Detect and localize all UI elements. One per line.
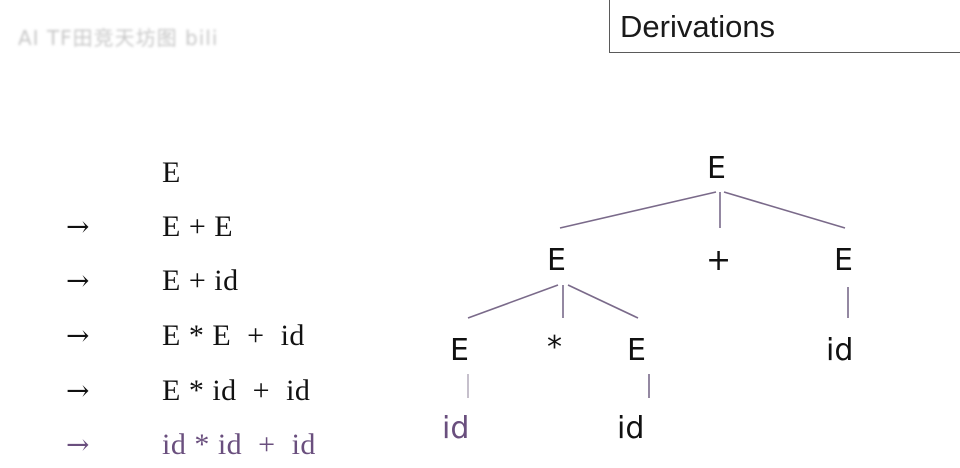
tree-node-root: E: [707, 151, 726, 186]
tree-leaf: id: [442, 411, 469, 446]
derives-arrow: →: [66, 428, 90, 461]
derives-arrow: →: [66, 374, 90, 407]
derivation-step: → E + E: [0, 210, 400, 250]
watermark: AI TF田竞天坊图 bili: [18, 26, 219, 50]
tree-edge: [467, 284, 559, 319]
derives-arrow: →: [66, 264, 90, 297]
tree-edge: [559, 191, 717, 229]
sentential-form: E * E + id: [162, 319, 305, 352]
tree-leaf: id: [617, 411, 644, 446]
tree-node: E: [627, 333, 646, 368]
title-box: Derivations: [609, 0, 960, 53]
tree-edge: [723, 191, 846, 229]
tree-edges: [467, 191, 849, 398]
derivation-step: → E * E + id: [0, 319, 400, 359]
sentential-form: E * id + id: [162, 374, 311, 407]
sentential-form: id * id + id: [162, 428, 316, 461]
derivation-step: → E * id + id: [0, 374, 400, 414]
derivation-step-final: → id * id + id: [0, 428, 400, 468]
tree-node: *: [547, 330, 562, 365]
tree-node: E: [834, 243, 853, 278]
tree-edge: [567, 284, 639, 319]
sentential-form: E: [162, 156, 181, 189]
derivation-step: E: [0, 156, 400, 196]
tree-node: E: [547, 243, 566, 278]
sentential-form: E + E: [162, 210, 234, 243]
derives-arrow: →: [66, 319, 90, 352]
derivation-step: → E + id: [0, 264, 400, 304]
tree-node: id: [826, 333, 853, 368]
sentential-form: E + id: [162, 264, 239, 297]
derives-arrow: →: [66, 210, 90, 243]
slide-title: Derivations: [620, 9, 776, 44]
tree-node: E: [450, 333, 469, 368]
tree-node: +: [706, 243, 731, 278]
